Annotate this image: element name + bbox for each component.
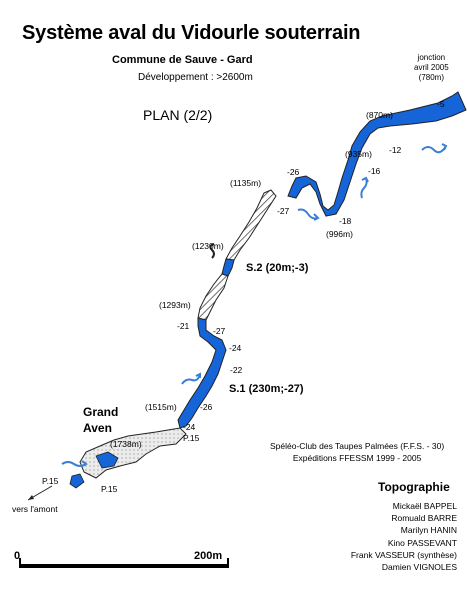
junction-line1: jonction [417, 53, 446, 62]
grand-aven-line1: Grand [83, 405, 119, 419]
formation-mark [209, 243, 215, 259]
surveyor-name: Damien VIGNOLES [381, 562, 457, 573]
commune-label: Commune de Sauve - Gard [112, 54, 253, 66]
upstream-arrow-head [28, 495, 34, 500]
depth-label: -24 [229, 343, 242, 353]
depth-label: -22 [230, 365, 243, 375]
distance-label: (1738m) [110, 439, 142, 449]
topography-names: Mickaël BAPPEL Romuald BARRE Marilyn HAN… [351, 500, 457, 573]
grand-aven-line2: Aven [83, 421, 112, 435]
dry-passage-upper [225, 189, 277, 261]
flow-arrow [181, 372, 201, 385]
depth-label: -27 [213, 326, 226, 336]
scale-start-label: 0 [14, 550, 21, 562]
map-title: Système aval du Vidourle souterrain [22, 22, 361, 44]
sump-s1-label: S.1 (230m;-27) [229, 383, 304, 395]
depth-label: -16 [368, 166, 381, 176]
surveyor-name: Frank VASSEUR (synthèse) [350, 549, 457, 560]
surveyor-name: Romuald BARRE [391, 513, 457, 524]
expedition-credit: Expéditions FFESSM 1999 - 2005 [292, 453, 422, 463]
pit-label: P.15 [183, 433, 200, 443]
distance-label: (870m) [366, 110, 393, 120]
distance-label: (996m) [326, 229, 353, 239]
grand-aven-pool [95, 451, 119, 469]
flow-arrow [360, 176, 369, 199]
gallery-junction-segment [287, 91, 467, 217]
sump-s1 [177, 317, 227, 429]
scale-bar [20, 564, 228, 568]
distance-label: (1230m) [192, 241, 224, 251]
topography-title: Topographie [378, 480, 450, 494]
plan-label: PLAN (2/2) [143, 107, 213, 123]
distance-label: (1135m) [230, 178, 262, 188]
flow-arrow [421, 143, 448, 154]
grand-aven-label: Grand Aven [83, 404, 118, 436]
dry-passage-lower [197, 273, 229, 321]
club-credit: Spéléo-Club des Taupes Palmées (F.F.S. -… [270, 441, 445, 451]
development-label: Développement : >2600m [138, 72, 253, 83]
sump-s2-label: S.2 (20m;-3) [246, 262, 309, 274]
depth-label: -24 [183, 422, 196, 432]
surveyor-name: Mickaël BAPPEL [392, 501, 457, 511]
surveyor-name: Kino PASSEVANT [387, 537, 457, 548]
flow-arrow [61, 460, 88, 467]
depth-label: -12 [389, 145, 402, 155]
surveyor-name: Marilyn HANIN [400, 525, 457, 536]
distance-label: (935m) [345, 149, 372, 159]
junction-line3: (780m) [418, 73, 445, 82]
sump-s2 [221, 258, 235, 277]
depth-label: -26 [287, 167, 300, 177]
depth-label: -18 [339, 216, 352, 226]
depth-label: -5 [437, 99, 445, 109]
upstream-label: vers l'amont [12, 504, 58, 514]
distance-label: (1515m) [145, 402, 177, 412]
pit-label: P.15 [42, 476, 59, 486]
upstream-pool [69, 473, 85, 489]
junction-line2: avril 2005 [414, 63, 449, 72]
depth-label: -26 [200, 402, 213, 412]
pit-label: P.15 [101, 484, 118, 494]
scale-end-label: 200m [194, 550, 223, 562]
flow-arrow [297, 208, 320, 221]
credits: Spéléo-Club des Taupes Palmées (F.F.S. -… [270, 440, 444, 464]
depth-label: -21 [177, 321, 190, 331]
distance-label: (1293m) [159, 300, 191, 310]
junction-label: jonction avril 2005 (780m) [414, 53, 449, 83]
depth-label: -27 [277, 206, 290, 216]
